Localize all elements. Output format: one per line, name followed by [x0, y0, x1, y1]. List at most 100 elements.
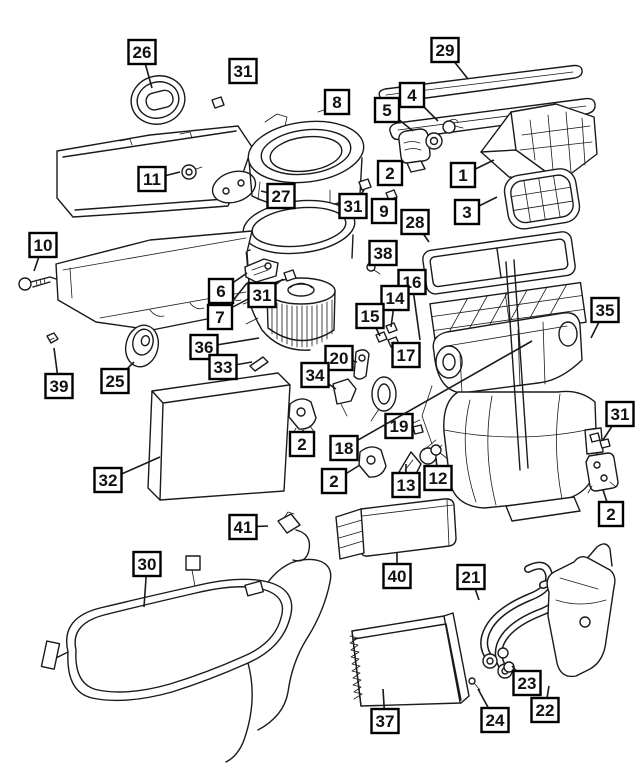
callout-box[interactable] [323, 88, 351, 116]
callout-box[interactable] [266, 182, 296, 210]
callout-34[interactable]: 34 [300, 361, 337, 390]
callout-1[interactable]: 1 [449, 159, 495, 189]
callout-box[interactable] [370, 197, 398, 225]
callout-31[interactable]: 31 [338, 189, 368, 220]
callout-35[interactable]: 35 [590, 296, 620, 339]
callout-39[interactable]: 39 [44, 347, 74, 400]
callout-box[interactable] [382, 562, 412, 590]
callout-37[interactable]: 37 [370, 688, 400, 735]
callout-2[interactable]: 2 [320, 464, 361, 495]
callout-box[interactable] [380, 284, 410, 312]
callout-box[interactable] [100, 367, 130, 395]
callout-box[interactable] [384, 412, 414, 440]
callout-box[interactable] [605, 400, 635, 428]
callout-31[interactable]: 31 [602, 400, 635, 441]
callout-box[interactable] [338, 192, 368, 220]
callout-box[interactable] [355, 302, 385, 330]
callout-box[interactable] [480, 706, 510, 734]
callout-box[interactable] [137, 165, 167, 193]
callout-19[interactable]: 19 [384, 412, 415, 440]
callout-box[interactable] [228, 513, 258, 541]
callout-number: 23 [518, 674, 537, 693]
callout-12[interactable]: 12 [423, 457, 453, 492]
callout-box[interactable] [324, 344, 354, 372]
callout-24[interactable]: 24 [477, 688, 510, 734]
callout-6[interactable]: 6 [207, 272, 248, 305]
callout-4[interactable]: 4 [398, 81, 439, 122]
callout-29[interactable]: 29 [430, 36, 469, 80]
callout-box[interactable] [247, 281, 277, 309]
callout-13[interactable]: 13 [391, 464, 421, 499]
callout-7[interactable]: 7 [206, 282, 248, 331]
callout-2[interactable]: 2 [597, 489, 625, 528]
callout-box[interactable] [430, 36, 460, 64]
callout-9[interactable]: 9 [370, 197, 398, 225]
callout-box[interactable] [376, 159, 404, 187]
callout-15[interactable]: 15 [355, 302, 385, 337]
callout-31[interactable]: 31 [228, 57, 258, 85]
callout-box[interactable] [320, 467, 348, 495]
callout-box[interactable] [207, 277, 235, 305]
callout-box[interactable] [288, 430, 316, 458]
oval-pad-drawing [211, 170, 257, 204]
callout-box[interactable] [93, 466, 123, 494]
callout-box[interactable] [44, 372, 74, 400]
callout-box[interactable] [400, 208, 430, 236]
callout-31[interactable]: 31 [247, 278, 284, 309]
filter-frame-drawing [422, 231, 576, 295]
callout-25[interactable]: 25 [100, 361, 135, 395]
callout-21[interactable]: 21 [456, 563, 486, 601]
callout-20[interactable]: 20 [324, 344, 358, 372]
callout-leader-line [343, 340, 533, 449]
callout-box[interactable] [208, 353, 238, 381]
callout-box[interactable] [512, 669, 542, 697]
callout-box[interactable] [391, 341, 421, 369]
callout-14[interactable]: 14 [380, 284, 410, 328]
callout-number: 1 [458, 166, 467, 185]
callout-box[interactable] [597, 500, 625, 528]
callout-2[interactable]: 2 [288, 429, 316, 458]
callout-40[interactable]: 40 [382, 552, 412, 590]
callout-number: 27 [272, 187, 291, 206]
callout-box[interactable] [300, 361, 330, 389]
callout-26[interactable]: 26 [127, 38, 157, 89]
callout-box[interactable] [391, 471, 421, 499]
callout-box[interactable] [206, 303, 234, 331]
callout-box[interactable] [368, 239, 398, 267]
callout-box[interactable] [398, 81, 426, 109]
callout-box[interactable] [28, 231, 58, 259]
callout-box[interactable] [530, 696, 560, 724]
callout-11[interactable]: 11 [137, 165, 181, 193]
callout-32[interactable]: 32 [93, 456, 161, 494]
callout-number: 10 [34, 236, 53, 255]
callout-box[interactable] [453, 198, 481, 226]
callout-number: 38 [374, 244, 393, 263]
callout-number: 40 [388, 567, 407, 586]
callout-18[interactable]: 18 [329, 340, 533, 462]
callout-30[interactable]: 30 [132, 550, 162, 608]
callout-box[interactable] [373, 96, 401, 124]
callout-box[interactable] [132, 550, 162, 578]
callout-2[interactable]: 2 [376, 159, 404, 187]
callout-41[interactable]: 41 [228, 513, 269, 541]
callout-box[interactable] [449, 161, 477, 189]
callout-10[interactable]: 10 [28, 231, 58, 272]
callout-box[interactable] [329, 434, 359, 462]
callout-22[interactable]: 22 [530, 685, 560, 724]
callout-box[interactable] [423, 464, 453, 492]
callout-28[interactable]: 28 [400, 208, 430, 243]
callout-box[interactable] [590, 296, 620, 324]
callout-38[interactable]: 38 [368, 239, 398, 267]
callout-box[interactable] [127, 38, 157, 66]
callout-27[interactable]: 27 [260, 182, 296, 210]
callout-33[interactable]: 33 [208, 353, 253, 381]
callout-17[interactable]: 17 [391, 341, 421, 369]
callout-number: 33 [214, 358, 233, 377]
callout-3[interactable]: 3 [453, 196, 498, 226]
callout-box[interactable] [228, 57, 258, 85]
callout-23[interactable]: 23 [511, 665, 542, 697]
callout-box[interactable] [456, 563, 486, 591]
callout-5[interactable]: 5 [373, 96, 414, 132]
callout-8[interactable]: 8 [323, 88, 351, 116]
callout-box[interactable] [370, 707, 400, 735]
